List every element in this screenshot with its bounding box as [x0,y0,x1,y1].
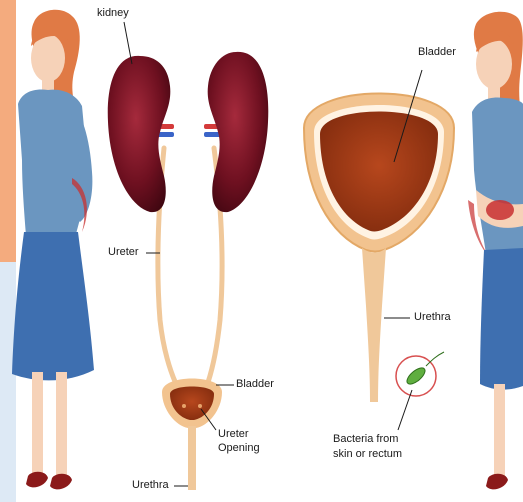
leader-kidney [124,22,132,64]
girl-right-shirt [472,98,523,254]
girl-left-shoe-2 [50,474,72,490]
leader-bacteria [398,390,412,430]
label-ureter: Ureter [108,246,139,259]
label-bacteria-line1: Bacteria from [333,433,398,446]
girl-left-shoe-1 [26,472,48,488]
pain-burst-right [486,200,514,220]
label-urethra-large: Urethra [414,311,451,324]
girl-left-skirt [12,232,94,380]
bacteria-flagellum [426,352,444,366]
girl-right [468,12,523,490]
ureter-opening-left [182,404,186,408]
label-urethra-small: Urethra [132,479,169,492]
girl-left-leg-2 [56,372,67,480]
label-kidney: kidney [97,7,129,20]
small-urethra-tube [188,426,196,490]
girl-left [12,10,94,490]
label-bladder-large: Bladder [418,46,456,59]
label-bladder-small: Bladder [236,378,274,391]
girl-left-leg-1 [32,372,43,478]
girl-right-leg [494,384,505,480]
label-ureter-opening-line1: Ureter [218,428,249,441]
label-ureter-opening-line2: Opening [218,442,260,455]
bladder-diagram [304,70,454,430]
girl-right-shoe [486,474,508,490]
label-bacteria-line2: skin or rectum [333,448,402,461]
ureter-opening-right [198,404,202,408]
large-urethra-tube [362,248,386,402]
girl-right-skirt [480,248,523,390]
